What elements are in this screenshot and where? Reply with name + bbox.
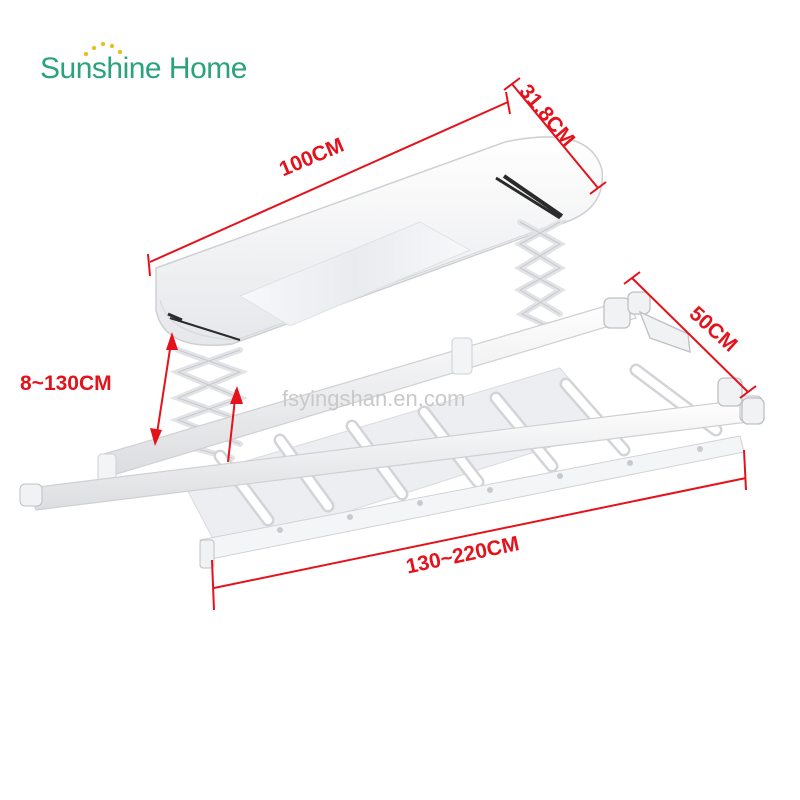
scissor-lift-right [513,219,567,333]
end-bracket [603,291,765,425]
dimension-drop-height: 8~130CM [20,372,112,395]
dimension-lines [147,77,757,611]
dimension-line-130-220cm [213,477,747,589]
dimension-line-31-8cm [511,83,599,189]
dimension-line-50cm [631,277,749,393]
motor-box [155,136,604,347]
brand-logo: Sunshine Home [40,52,247,85]
watermark: fsyingshan.en.com [282,386,466,411]
dimension-arrowheads [150,332,243,446]
dimension-line-8-130cm [155,335,173,441]
dimension-line-100cm [149,101,509,263]
brand-sparkle-icon [83,41,123,57]
